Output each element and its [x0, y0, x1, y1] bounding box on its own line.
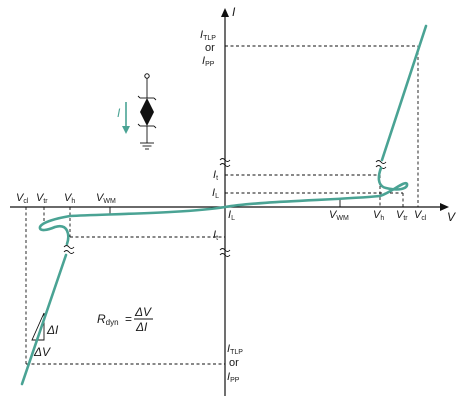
formula-denominator: ΔI: [135, 320, 148, 334]
y-axis-label: I: [232, 5, 236, 19]
label-ipp-bottom: IPP: [227, 371, 240, 384]
label-vwm-right: VWM: [329, 209, 349, 222]
label-il-below: IL: [228, 209, 235, 222]
label-delta-i: ΔI: [46, 323, 59, 337]
iv-curve: [20, 24, 428, 386]
label-vcl-right: Vcl: [414, 209, 427, 222]
tvs-diode-symbol: [137, 73, 157, 150]
label-or-top: or: [205, 42, 215, 54]
label-vtr-left: Vtr: [36, 192, 48, 205]
curve-break-bottom: [63, 245, 75, 254]
label-vcl-left: Vcl: [16, 192, 29, 205]
axis-break-bottom: [219, 248, 231, 257]
label-vh-left: Vh: [64, 192, 75, 205]
formula-r: Rdyn: [97, 312, 119, 327]
label-ipp-top: IPP: [202, 55, 215, 68]
x-axis-arrow: [440, 203, 449, 211]
current-arrow-head: [122, 126, 130, 134]
current-label: I: [117, 106, 121, 120]
label-vtr-right: Vtr: [396, 209, 408, 222]
terminal-top: [144, 73, 150, 79]
label-itlp-bottom: ITLP: [227, 343, 243, 356]
rdyn-formula: Rdyn = ΔV ΔI: [97, 305, 153, 334]
label-il-top: IL: [212, 187, 219, 200]
label-vwm-left: VWM: [96, 192, 116, 205]
current-arrow: [122, 102, 130, 134]
x-axis-label: V: [447, 210, 456, 224]
y-axis-arrow: [221, 8, 229, 17]
axis-break-top: [219, 158, 231, 167]
diode-triangle-down: [140, 112, 154, 126]
label-it-top: It: [213, 169, 218, 182]
label-delta-v: ΔV: [33, 345, 51, 359]
label-it-bottom: It: [213, 229, 218, 242]
label-vh-right: Vh: [373, 209, 384, 222]
formula-eq: =: [125, 312, 132, 326]
label-itlp-top: ITLP: [200, 29, 216, 42]
formula-numerator: ΔV: [134, 305, 152, 319]
label-or-bottom: or: [229, 357, 239, 369]
diode-triangle-up: [140, 98, 154, 112]
